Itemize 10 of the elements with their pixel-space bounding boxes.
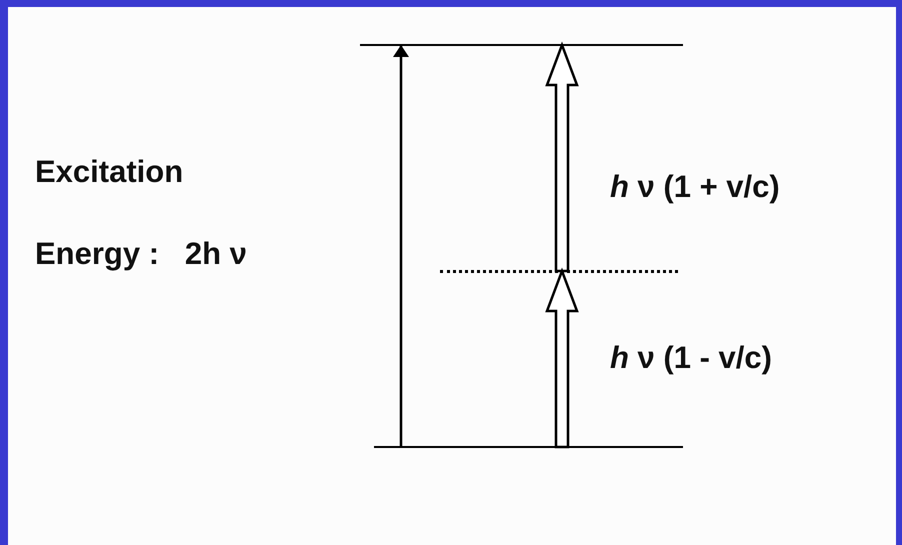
arrow (393, 45, 409, 447)
edge-label: h ν (1 - v/c) (610, 340, 772, 376)
hollow-arrow (545, 267, 579, 448)
virtual-level-line (440, 270, 678, 273)
hollow-arrow (545, 41, 579, 272)
energy-level-line (374, 446, 683, 448)
energy-label: Energy : 2h ν (35, 236, 247, 272)
edge-label: h ν (1 + v/c) (610, 169, 780, 205)
energy-level-line (360, 44, 683, 46)
heading-label: Excitation (35, 154, 184, 190)
